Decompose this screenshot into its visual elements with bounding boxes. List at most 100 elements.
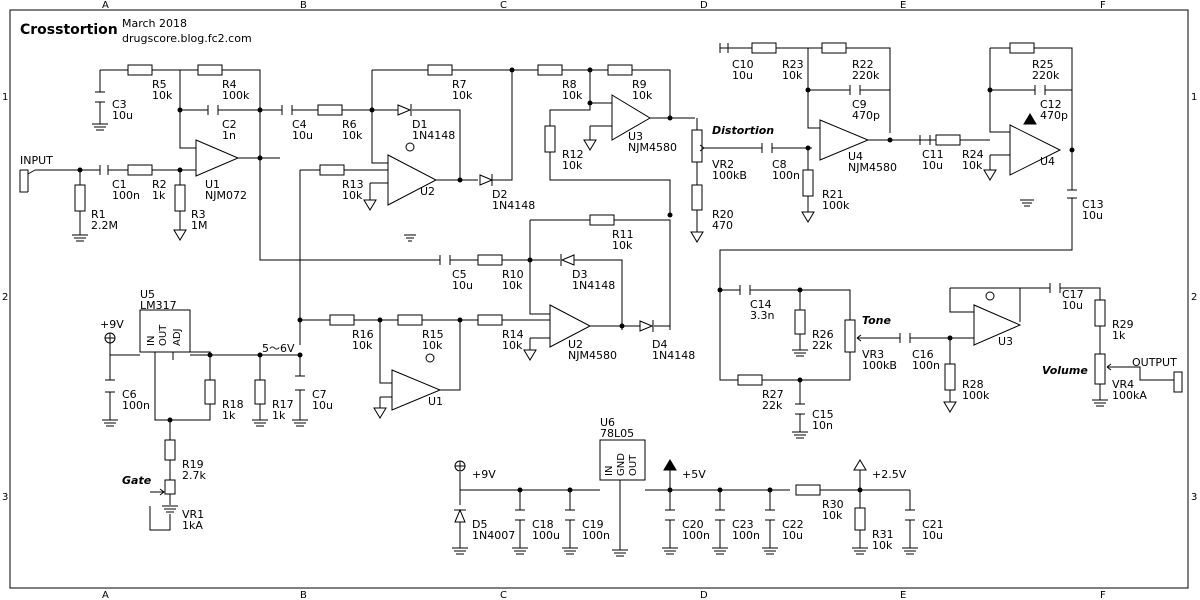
diode-d5: [454, 508, 466, 523]
c2-ref: C2: [222, 118, 237, 131]
r17-ref: R17: [272, 398, 294, 411]
grid-row-3: 3: [2, 492, 8, 503]
r8-ref: R8: [562, 78, 577, 91]
c4-ref: C4: [292, 118, 307, 131]
vr1-value: 1kA: [182, 519, 203, 532]
r30-value: 10k: [822, 509, 843, 522]
resistor-r21-body: [802, 169, 814, 197]
r10-value: 10k: [502, 279, 523, 292]
grid-col-a: A: [102, 0, 109, 11]
c11-ref: C11: [922, 148, 944, 161]
c7-value: 10u: [312, 399, 333, 412]
r31-ref: R31: [872, 528, 894, 541]
d2-value: 1N4148: [492, 199, 535, 212]
regulator-u5: [139, 309, 191, 353]
r29-value: 1k: [1112, 329, 1126, 342]
vr1-ref: VR1: [182, 508, 204, 521]
pot-vr3-body: [844, 319, 856, 353]
resistor-r24-body: [935, 134, 961, 146]
c21-ref: C21: [922, 518, 944, 531]
r25-ref: R25: [1032, 58, 1054, 71]
c5-value: 10u: [452, 279, 473, 292]
c14-value: 3.3n: [750, 309, 774, 322]
r5-ref: R5: [152, 78, 167, 91]
resistor-r11-body: [589, 214, 615, 226]
schematic-date: March 2018: [122, 17, 187, 30]
c3-ref: C3: [112, 98, 127, 111]
vr3-value: 100kB: [862, 359, 897, 372]
c12-value: 470p: [1040, 109, 1068, 122]
r6-ref: R6: [342, 118, 357, 131]
resistor-r14-body: [477, 314, 503, 326]
c1-ref: C1: [112, 178, 127, 191]
vr2-value: 100kB: [712, 169, 747, 182]
r12-value: 10k: [562, 159, 583, 172]
c20-ref: C20: [682, 518, 704, 531]
d4-value: 1N4148: [652, 349, 695, 362]
page-title: Crosstortion: [20, 22, 118, 38]
r19-value: 2.7k: [182, 469, 206, 482]
r20-value: 470: [712, 219, 733, 232]
resistor-r10-body: [477, 254, 503, 266]
opamp-u2a: [549, 304, 592, 348]
c8-value: 100n: [772, 169, 800, 182]
resistor-r25-body: [1009, 42, 1035, 54]
c22-ref: C22: [782, 518, 804, 531]
r28-value: 100k: [962, 389, 990, 402]
u1a-value: NJM072: [205, 189, 247, 202]
resistor-r8-body: [537, 64, 563, 76]
diode-d3: [560, 254, 575, 266]
grid-col-c: C: [500, 0, 507, 11]
resistor-r28-body: [944, 363, 956, 391]
grid-col-f: F: [1100, 0, 1106, 11]
u6-pin-gnd: GND: [616, 453, 627, 476]
c7-ref: C7: [312, 388, 327, 401]
sheet-border: [9, 9, 1189, 589]
resistor-r17-body: [254, 379, 266, 405]
net-output-label: OUTPUT: [1132, 356, 1177, 369]
c21-value: 10u: [922, 529, 943, 542]
u3a-value: NJM4580: [628, 141, 677, 154]
r3-ref: R3: [191, 208, 206, 221]
u6-pin-out: OUT: [628, 454, 639, 476]
pot-vr1-body: [164, 479, 176, 495]
vr3-ref: VR3: [862, 348, 884, 361]
r22-value: 220k: [852, 69, 880, 82]
control-gate-label: Gate: [122, 474, 152, 487]
r15-value: 10k: [422, 339, 443, 352]
resistor-r19-body: [164, 439, 176, 461]
net-2v5-label: +2.5V: [872, 468, 907, 481]
diode-d2: [479, 174, 494, 186]
c8-ref: C8: [772, 158, 787, 171]
opamp-u3b-body: [973, 304, 1022, 346]
u3a-ref: U3: [628, 130, 643, 143]
c5-ref: C5: [452, 268, 467, 281]
r17-value: 1k: [272, 409, 286, 422]
net-9v-label-1: +9V: [100, 318, 124, 331]
u5-value: LM317: [140, 299, 177, 312]
labels: INPUT OUTPUT +9V +9V +5V +2.5V 5～6V Dist…: [20, 58, 1177, 552]
r5-value: 10k: [152, 89, 173, 102]
power-symbols: [104, 113, 1037, 472]
regulator-u6: [599, 439, 646, 481]
resistor-r16-body: [329, 314, 355, 326]
r10-ref: R10: [502, 268, 524, 281]
r24-value: 10k: [962, 159, 983, 172]
d5-value: 1N4007: [472, 529, 515, 542]
c4-value: 10u: [292, 129, 313, 142]
grid-col-b: B: [300, 0, 307, 11]
r31-value: 10k: [872, 539, 893, 552]
r21-value: 100k: [822, 199, 850, 212]
resistor-r15-body: [397, 314, 423, 326]
u6-pin-in: IN: [604, 466, 615, 476]
u2b-ref: U2: [420, 185, 435, 198]
resistor-r31-body: [854, 507, 866, 531]
c23-ref: C23: [732, 518, 754, 531]
vr4-ref: VR4: [1112, 378, 1134, 391]
c17-value: 10u: [1062, 299, 1083, 312]
resistor-r12-body: [544, 125, 556, 153]
resistor-r1-body: [74, 184, 86, 212]
resistor-r18-body: [204, 379, 216, 405]
d3-value: 1N4148: [572, 279, 615, 292]
c18-value: 100u: [532, 529, 560, 542]
